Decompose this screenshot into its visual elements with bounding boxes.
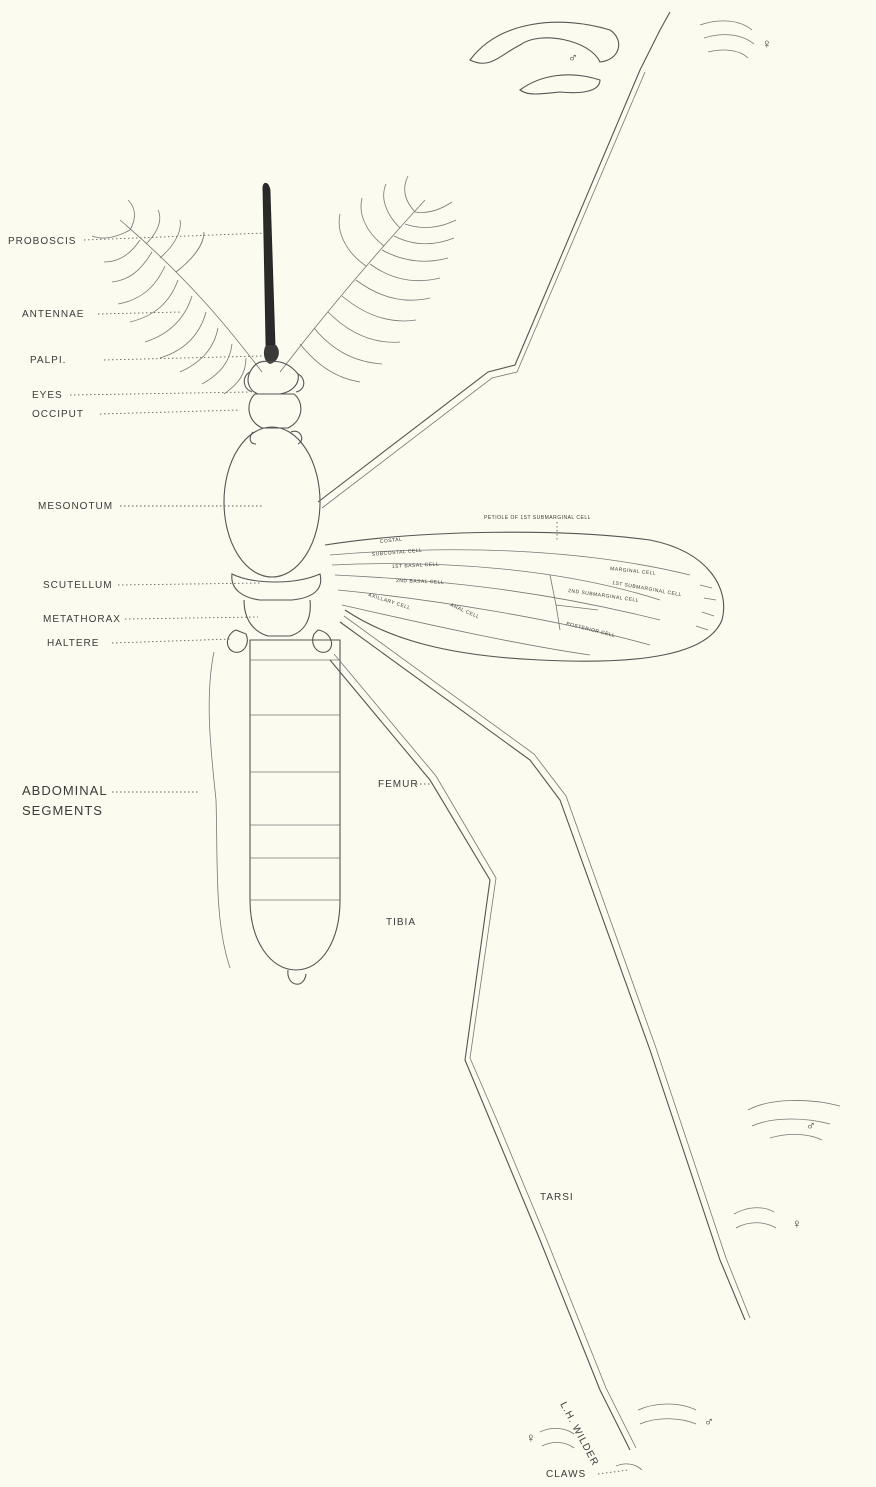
middle-leg <box>330 660 630 1450</box>
abdomen-tip <box>288 970 306 984</box>
label-abdominal: ABDOMINAL <box>22 783 108 798</box>
cell-basal-2: 2ND BASAL CELL <box>396 578 444 586</box>
mesonotum <box>224 427 320 577</box>
wing-fringe <box>696 585 716 630</box>
thorax <box>224 427 332 652</box>
label-femur: FEMUR <box>378 779 419 790</box>
leader-occiput <box>100 410 240 414</box>
claw-top-female <box>700 21 754 58</box>
scutellum <box>232 574 321 600</box>
head-capsule <box>248 361 298 394</box>
head <box>244 183 304 428</box>
abdomen-outline <box>250 640 340 970</box>
foreleg <box>318 12 670 502</box>
symbol-mid-female: ♀ <box>792 1216 803 1231</box>
shoulder-left <box>250 432 256 444</box>
claw-bottom-female <box>540 1428 574 1448</box>
cell-anal: ANAL CELL <box>449 602 480 620</box>
legs <box>318 12 750 1450</box>
label-metathorax: METATHORAX <box>43 614 121 625</box>
cell-basal-1: 1ST BASAL CELL <box>392 562 440 570</box>
leader-scutellum <box>118 583 262 585</box>
symbol-top-male: ♂ <box>568 50 579 65</box>
wing: COSTAL SUBCOSTAL CELL 1ST BASAL CELL 2ND… <box>325 532 724 661</box>
proboscis <box>263 183 275 345</box>
artist-signature: L.H. WILDER <box>557 1400 600 1468</box>
label-antennae: ANTENNAE <box>22 309 84 320</box>
leader-antennae <box>98 312 180 314</box>
abdomen <box>209 640 340 984</box>
haltere-right <box>313 630 332 652</box>
label-segments: SEGMENTS <box>22 803 103 818</box>
occiput <box>249 394 301 428</box>
leader-eyes <box>70 392 250 395</box>
anatomy-labels: PROBOSCIS ANTENNAE PALPI. EYES OCCIPUT M… <box>8 233 628 1480</box>
label-scutellum: SCUTELLUM <box>43 580 113 591</box>
label-petiole: PETIOLE OF 1ST SUBMARGINAL CELL <box>484 515 591 521</box>
label-eyes: EYES <box>32 390 63 401</box>
leader-metathorax <box>125 617 258 619</box>
hind-leg <box>340 622 745 1320</box>
leader-claws <box>598 1470 628 1474</box>
symbol-bottom-female: ♀ <box>526 1430 537 1445</box>
label-tibia: TIBIA <box>386 917 416 928</box>
claw-top-male <box>470 22 619 63</box>
leader-proboscis <box>84 233 265 240</box>
metathorax <box>244 600 310 636</box>
label-mesonotum: MESONOTUM <box>38 501 113 512</box>
antenna-left-plumes <box>92 200 246 394</box>
claw-bottom-male <box>638 1404 696 1424</box>
middle-leg-inner <box>334 654 636 1448</box>
claw-details: ♂ ♀ ♂ ♀ ♂ ♀ <box>470 21 840 1470</box>
symbol-top-female: ♀ <box>762 36 773 51</box>
claw-mid-male <box>748 1100 840 1140</box>
cell-subcostal: SUBCOSTAL CELL <box>372 548 423 558</box>
cell-marginal: MARGINAL CELL <box>610 566 657 577</box>
claw-top-male-2 <box>520 75 600 94</box>
foreleg-inner <box>322 72 645 508</box>
cell-posterior: POSTERIOR CELL <box>566 621 616 639</box>
claw-mid-female <box>734 1208 776 1228</box>
antenna-left <box>120 220 262 372</box>
cell-costal: COSTAL <box>380 537 403 545</box>
label-tarsi: TARSI <box>540 1192 574 1203</box>
claw-tip-detail <box>616 1464 642 1470</box>
label-occiput: OCCIPUT <box>32 409 84 420</box>
symbol-bottom-male: ♂ <box>704 1414 715 1429</box>
label-palpi: PALPI. <box>30 355 66 366</box>
side-membrane <box>209 652 230 968</box>
antenna-right-plumes <box>300 176 456 382</box>
hind-leg-inner <box>344 616 750 1318</box>
label-proboscis: PROBOSCIS <box>8 236 76 247</box>
haltere-left <box>227 630 247 652</box>
symbol-mid-male: ♂ <box>806 1118 817 1133</box>
label-claws: CLAWS <box>546 1469 586 1480</box>
cell-axillary: AXILLARY CELL <box>367 592 411 611</box>
cell-submarginal-2: 2ND SUBMARGINAL CELL <box>568 588 640 604</box>
label-haltere: HALTERE <box>47 638 99 649</box>
leader-haltere <box>112 639 232 643</box>
abdominal-segments <box>250 660 340 900</box>
leader-palpi <box>104 356 262 360</box>
